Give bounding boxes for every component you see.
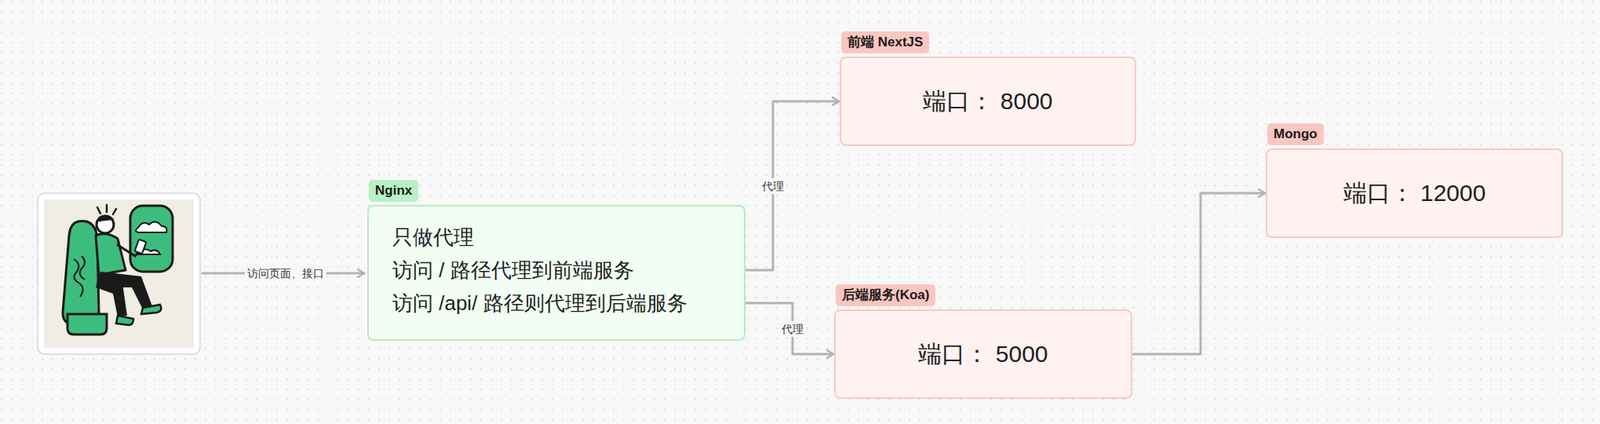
port-text: 端口： 12000	[1343, 178, 1487, 208]
edge-label: 代理	[779, 320, 806, 337]
proxy-connector	[1132, 193, 1265, 354]
service-box: 后端服务(Koa)端口： 5000	[834, 309, 1133, 399]
arrow-label: 访问页面、接口	[244, 265, 327, 281]
box-text: 访问 /api/ 路径则代理到后端服务	[392, 286, 688, 320]
proxy-box: Nginx只做代理访问 / 路径代理到前端服务访问 /api/ 路径则代理到后端…	[367, 204, 746, 341]
node-tag: Mongo	[1267, 123, 1324, 146]
node-tag: 后端服务(Koa)	[835, 284, 936, 307]
user-illustration	[37, 193, 201, 354]
box-text: 只做代理	[392, 220, 474, 254]
port-text: 端口： 5000	[918, 339, 1048, 369]
node-tag: Nginx	[368, 179, 419, 202]
port-text: 端口： 8000	[922, 87, 1053, 116]
proxy-connector	[745, 302, 834, 354]
box-text: 访问 / 路径代理到前端服务	[392, 253, 635, 287]
edge-label: 代理	[759, 178, 787, 194]
service-box: 前端 NextJS端口： 8000	[839, 56, 1137, 146]
service-box: Mongo端口： 12000	[1265, 148, 1564, 238]
node-tag: 前端 NextJS	[841, 31, 930, 54]
proxy-connector	[745, 101, 839, 270]
